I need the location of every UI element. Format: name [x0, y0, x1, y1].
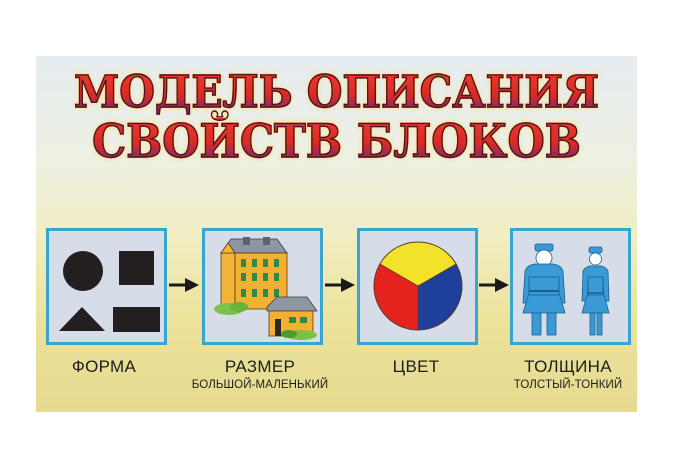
panel-thickness	[510, 228, 631, 345]
sublabel-thickness: ТОЛСТЫЙ-ТОНКИЙ	[513, 379, 623, 391]
shapes-icon	[59, 251, 160, 332]
label-color: ЦВЕТ	[392, 357, 440, 376]
label-shape: ФОРМА	[71, 357, 137, 376]
poster: МОДЕЛЬ ОПИСАНИЯ СВОЙСТВ БЛОКОВ	[36, 56, 637, 412]
sublabel-size: БОЛЬШОЙ-МАЛЕНЬКИЙ	[191, 379, 329, 391]
houses-icon	[214, 237, 318, 340]
title-line-1: МОДЕЛЬ ОПИСАНИЯ	[57, 70, 616, 115]
label-thickness: ТОЛЩИНА	[524, 357, 612, 376]
color-wheel-icon	[373, 241, 463, 331]
panel-size	[202, 228, 323, 345]
arrow-right-icon	[325, 278, 355, 292]
label-size: РАЗМЕР	[224, 357, 296, 376]
arrow-right-icon	[169, 278, 199, 292]
title-line-2: СВОЙСТВ БЛОКОВ	[57, 117, 616, 164]
panel-color	[357, 228, 478, 345]
figures-icon	[522, 243, 610, 336]
panel-shape	[46, 228, 167, 345]
arrow-right-icon	[479, 278, 509, 292]
